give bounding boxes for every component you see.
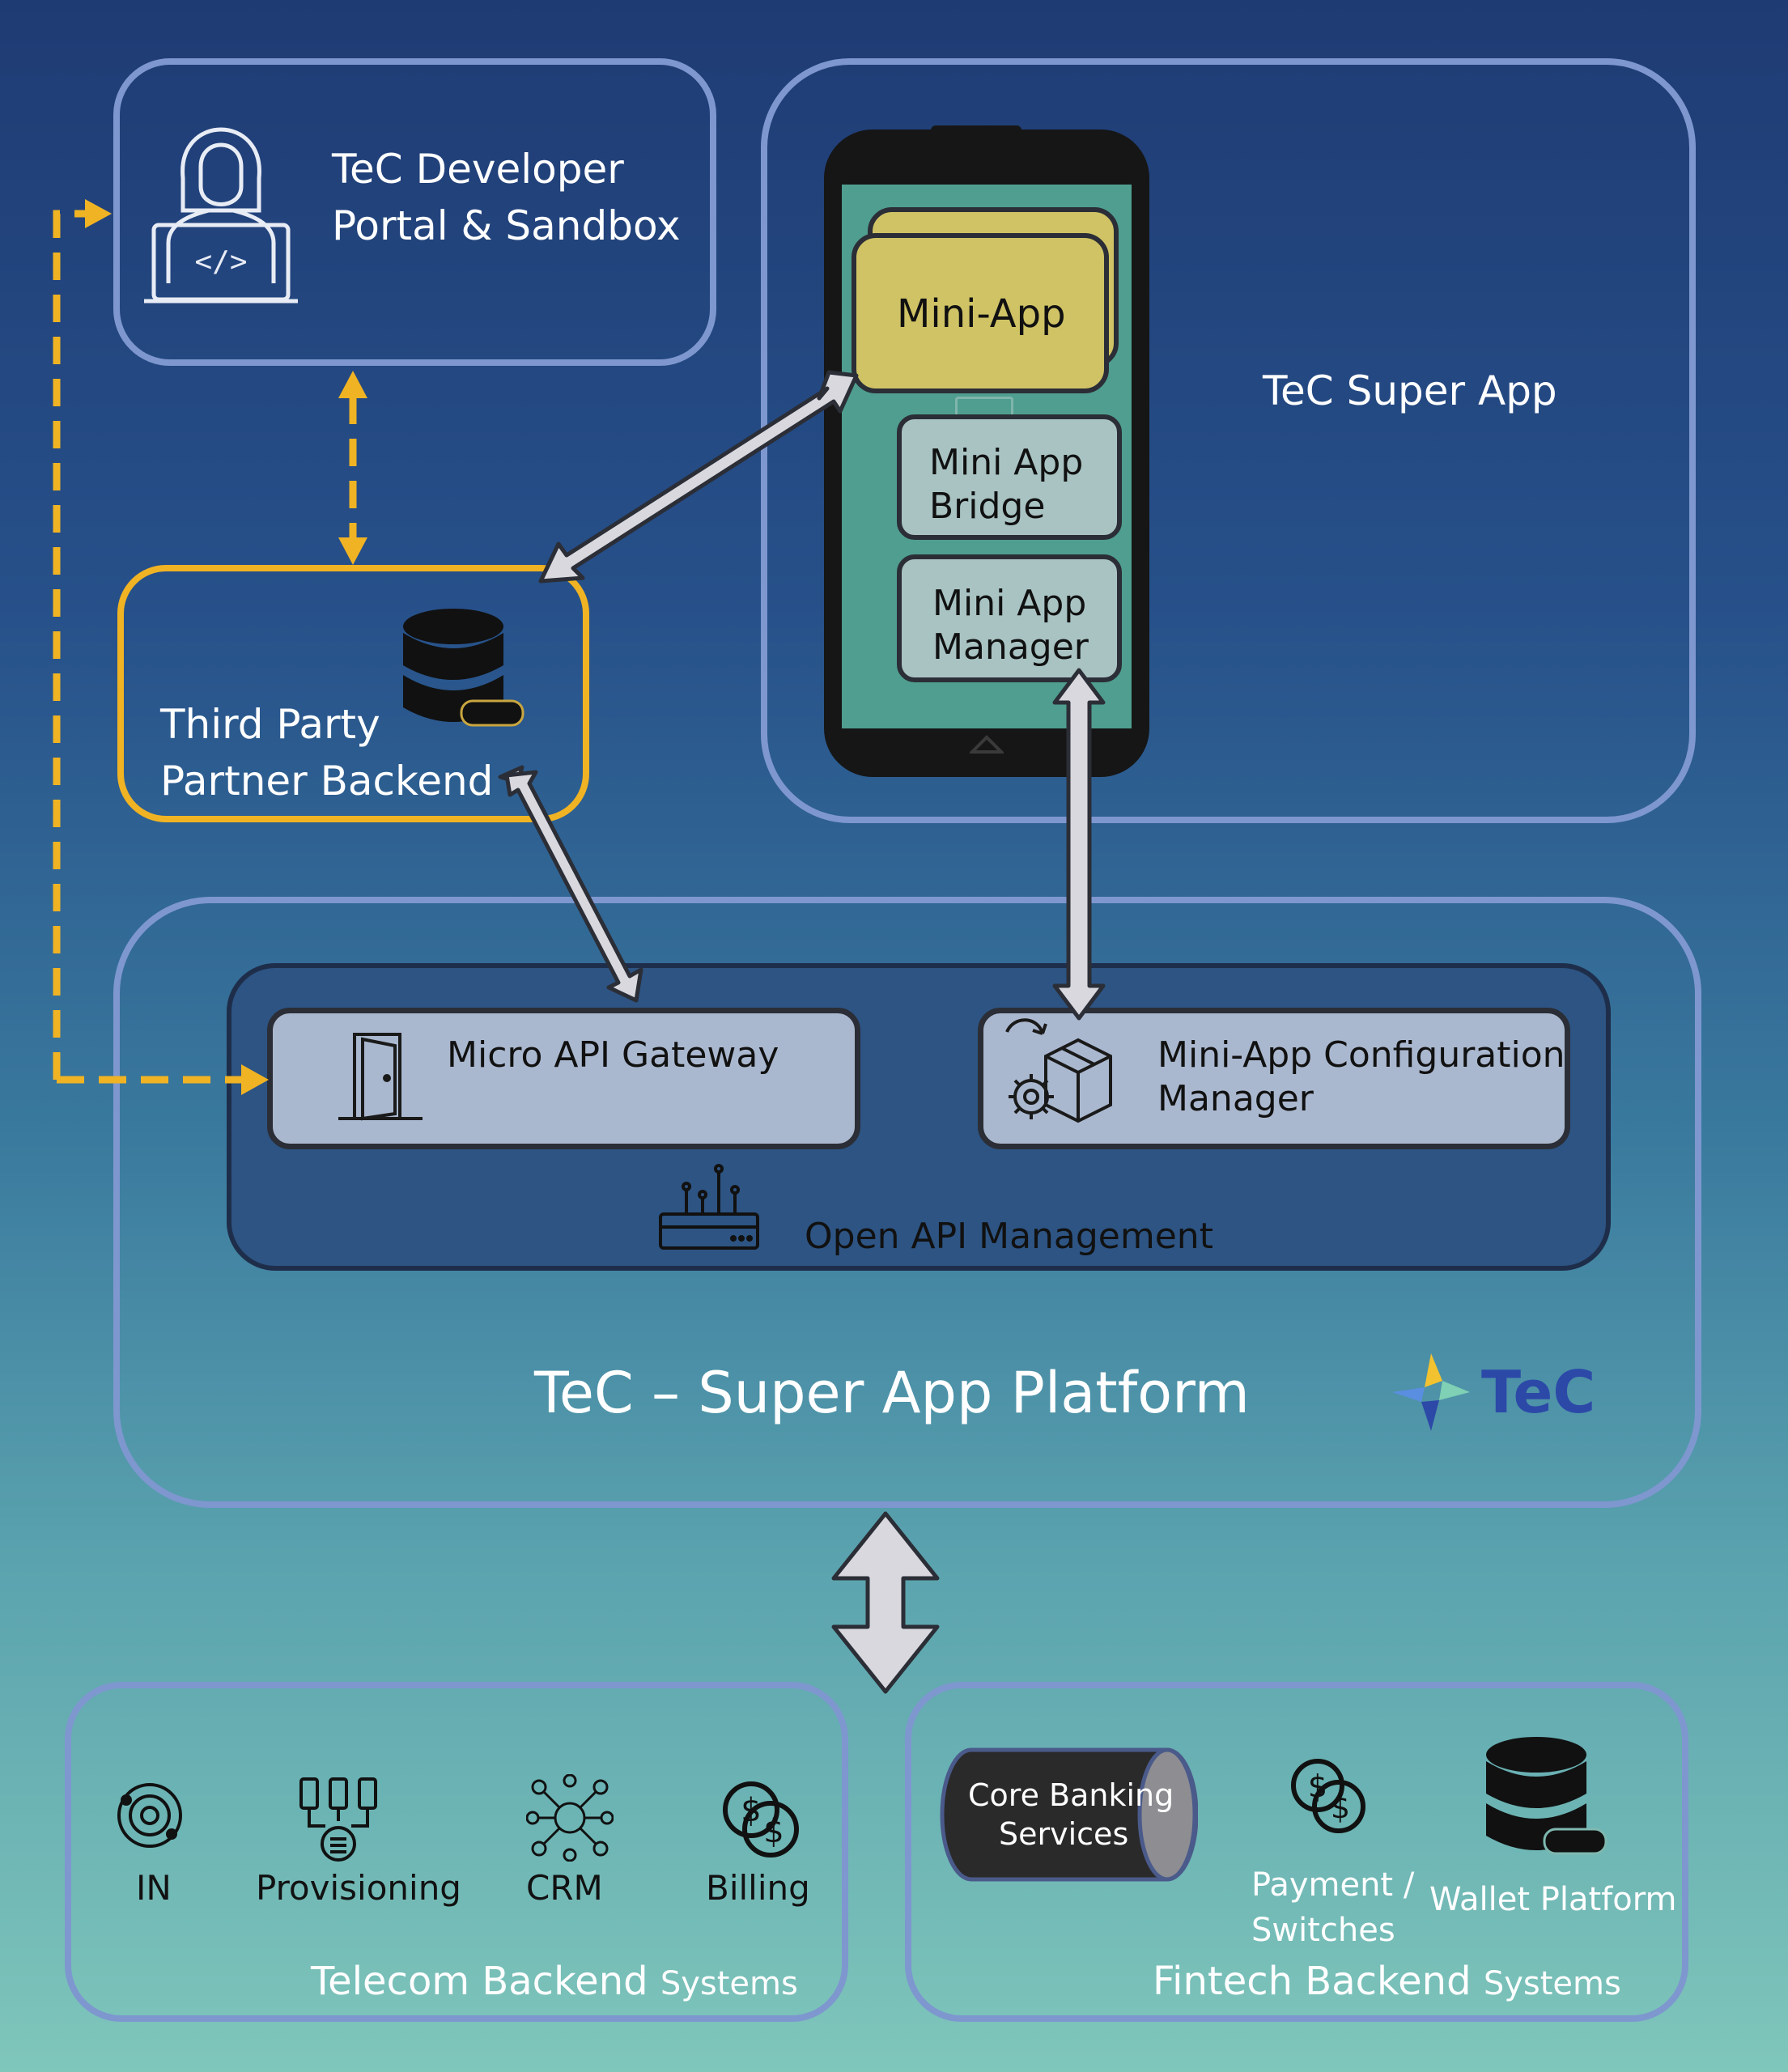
telecom-item-provisioning: Provisioning xyxy=(256,1868,461,1908)
router-icon xyxy=(654,1157,763,1255)
telecom-item-billing: Billing xyxy=(706,1868,810,1908)
developer-icon: </> xyxy=(136,89,306,308)
platform-title: TeC – Super App Platform xyxy=(534,1360,1250,1426)
svg-text:$: $ xyxy=(1331,1790,1350,1825)
config-manager-line1: Mini-App Configuration xyxy=(1157,1034,1565,1076)
svg-text:$: $ xyxy=(763,1813,784,1850)
third-party-line1: Third Party xyxy=(160,701,380,748)
micro-api-gateway-label: Micro API Gateway xyxy=(447,1034,779,1076)
mini-app-bridge-line1: Mini App xyxy=(929,442,1084,483)
mini-app-manager-line1: Mini App xyxy=(932,583,1087,624)
third-party-box xyxy=(117,565,589,822)
fintech-title-main: Fintech Backend xyxy=(1153,1959,1472,2004)
svg-text:$: $ xyxy=(1308,1768,1327,1804)
telecom-title-main: Telecom Backend xyxy=(311,1959,648,2004)
telecom-backend-box xyxy=(65,1682,848,2022)
database-icon xyxy=(403,605,525,743)
fintech-backend-box xyxy=(905,1682,1688,2022)
phone-home-button xyxy=(968,732,1005,755)
open-api-management-label: Open API Management xyxy=(805,1216,1213,1257)
provisioning-icon xyxy=(293,1774,384,1865)
door-icon xyxy=(332,1028,429,1125)
developer-portal-title-line1: TeC Developer xyxy=(332,146,624,193)
crm-network-icon xyxy=(525,1773,614,1862)
core-banking-line1: Core Banking xyxy=(968,1777,1174,1813)
mini-app-bridge-card[interactable] xyxy=(897,414,1122,540)
tec-logo-mark-icon xyxy=(1392,1353,1470,1431)
third-party-line2: Partner Backend xyxy=(160,758,494,805)
fintech-title-suffix: Systems xyxy=(1483,1965,1621,2002)
telecom-title-suffix: Systems xyxy=(660,1965,798,2002)
mini-app-label: Mini-App xyxy=(897,291,1066,337)
config-box-gear-icon xyxy=(997,1016,1119,1133)
payment-line1: Payment / xyxy=(1251,1866,1415,1904)
micro-api-gateway-box[interactable] xyxy=(267,1008,860,1149)
core-banking-line2: Services xyxy=(999,1816,1129,1852)
payment-line2: Switches xyxy=(1251,1912,1395,1949)
mini-app-manager-card[interactable] xyxy=(897,554,1122,682)
telecom-item-in: IN xyxy=(136,1868,172,1908)
mini-app-card[interactable] xyxy=(852,233,1109,393)
platform-box xyxy=(113,897,1701,1508)
mini-app-manager-line2: Manager xyxy=(932,626,1089,668)
in-network-icon xyxy=(115,1781,185,1850)
developer-portal-title-line2: Portal & Sandbox xyxy=(332,202,681,249)
svg-text:$: $ xyxy=(741,1792,761,1829)
developer-portal-box xyxy=(113,58,716,366)
super-app-label: TeC Super App xyxy=(1263,367,1557,414)
payment-coins-icon: $ $ xyxy=(1287,1756,1371,1834)
svg-text:</>: </> xyxy=(194,245,247,278)
telecom-title: Telecom Backend Systems xyxy=(311,1959,798,2004)
billing-coins-icon: $ $ xyxy=(719,1779,805,1860)
config-manager-line2: Manager xyxy=(1157,1078,1314,1119)
wallet-database-icon xyxy=(1486,1734,1608,1871)
fintech-title: Fintech Backend Systems xyxy=(1153,1959,1621,2004)
core-banking-cylinder xyxy=(939,1747,1199,1883)
phone-top-notch xyxy=(931,125,1021,137)
wallet-platform-label: Wallet Platform xyxy=(1429,1881,1677,1918)
mini-app-bridge-line2: Bridge xyxy=(929,486,1046,527)
telecom-item-crm: CRM xyxy=(526,1868,603,1908)
tec-logo-text: TeC xyxy=(1481,1358,1596,1426)
